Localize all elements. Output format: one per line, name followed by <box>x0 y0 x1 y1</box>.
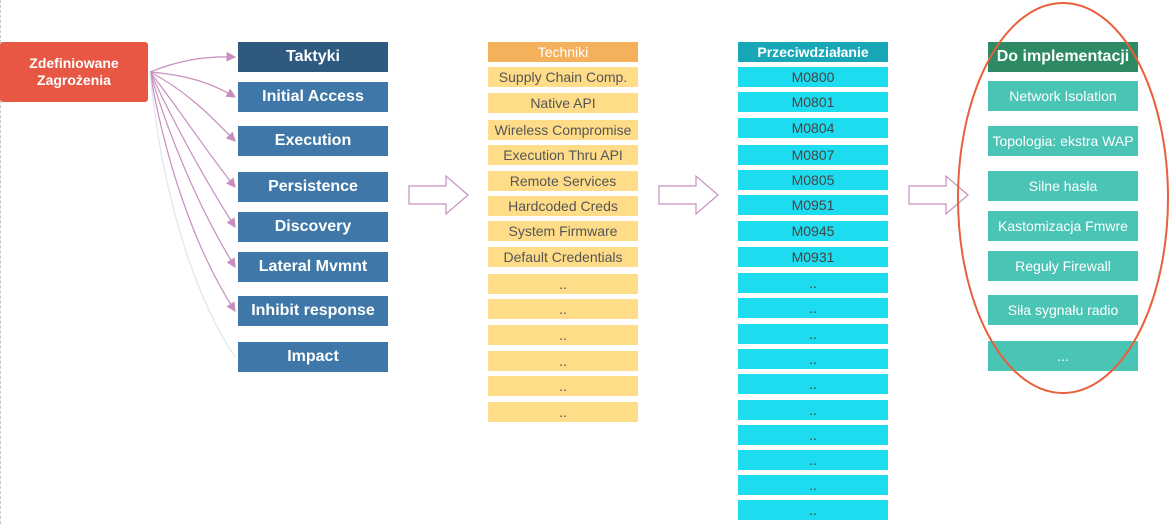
implementation-item: Reguły Firewall <box>988 251 1138 281</box>
arrow-2 <box>658 174 719 216</box>
mitigation-item: M0805 <box>738 170 888 190</box>
technique-item: Remote Services <box>488 171 638 191</box>
tactic-item: Execution <box>238 126 388 156</box>
mitigation-item: M0945 <box>738 221 888 241</box>
mitigation-item: M0804 <box>738 118 888 138</box>
tactic-item: Inhibit response <box>238 296 388 326</box>
source-line2: Zagrożenia <box>37 72 111 88</box>
technique-item: Supply Chain Comp. <box>488 67 638 87</box>
arrow-1 <box>408 174 469 216</box>
mitigation-item: .. <box>738 500 888 520</box>
tactic-item: Persistence <box>238 172 388 202</box>
implementation-item: Topologia: ekstra WAP <box>988 126 1138 156</box>
mitigation-item: .. <box>738 374 888 394</box>
tactic-item: Lateral Mvmnt <box>238 252 388 282</box>
technique-item: System Firmware <box>488 221 638 241</box>
tactics-header: Taktyki <box>238 42 388 72</box>
mitigation-item: .. <box>738 400 888 420</box>
technique-item: .. <box>488 351 638 371</box>
connector-impact <box>149 71 236 358</box>
technique-item: Hardcoded Creds <box>488 196 638 216</box>
mitigation-item: M0801 <box>738 92 888 112</box>
technique-item: .. <box>488 376 638 396</box>
technique-item: .. <box>488 299 638 319</box>
implementation-item: ... <box>988 341 1138 371</box>
technique-item: .. <box>488 325 638 345</box>
tactic-item: Impact <box>238 342 388 372</box>
mitigation-item: M0931 <box>738 247 888 267</box>
mitigation-item: .. <box>738 273 888 293</box>
implementation-item: Network Isolation <box>988 81 1138 111</box>
technique-item: Default Credentials <box>488 247 638 267</box>
mitigation-item: .. <box>738 450 888 470</box>
connector-execution <box>149 71 236 142</box>
mitigation-item: M0951 <box>738 195 888 215</box>
technique-item: Wireless Compromise <box>488 120 638 140</box>
mitigation-item: .. <box>738 349 888 369</box>
mitigation-item: .. <box>738 425 888 445</box>
tactic-item: Discovery <box>238 212 388 242</box>
mitigation-item: .. <box>738 475 888 495</box>
mitigation-item: M0807 <box>738 145 888 165</box>
connector-discovery <box>149 71 236 229</box>
techniques-header: Techniki <box>488 42 638 62</box>
connector-initial-access <box>149 71 237 98</box>
mitigation-item: M0800 <box>738 67 888 87</box>
source-line1: Zdefiniowane <box>29 55 119 71</box>
mitigations-header: Przeciwdziałanie <box>738 42 888 62</box>
implementation-item: Silne hasła <box>988 171 1138 201</box>
connector-lateral-mvmnt <box>149 71 236 269</box>
implementation-header: Do implementacji <box>988 42 1138 72</box>
arrow-3 <box>908 174 969 216</box>
mitigation-item: .. <box>738 324 888 344</box>
tactic-item: Initial Access <box>238 82 388 112</box>
technique-item: Native API <box>488 93 638 113</box>
mitigation-item: .. <box>738 298 888 318</box>
technique-item: Execution Thru API <box>488 145 638 165</box>
technique-item: .. <box>488 402 638 422</box>
page-border-dashed <box>0 0 1 524</box>
connector-inhibit-response <box>149 71 236 313</box>
technique-item: .. <box>488 274 638 294</box>
connector-persistence <box>149 71 236 188</box>
connector-taktyki <box>149 51 237 73</box>
implementation-item: Kastomizacja Fmwre <box>988 211 1138 241</box>
implementation-item: Siła sygnału radio <box>988 295 1138 325</box>
